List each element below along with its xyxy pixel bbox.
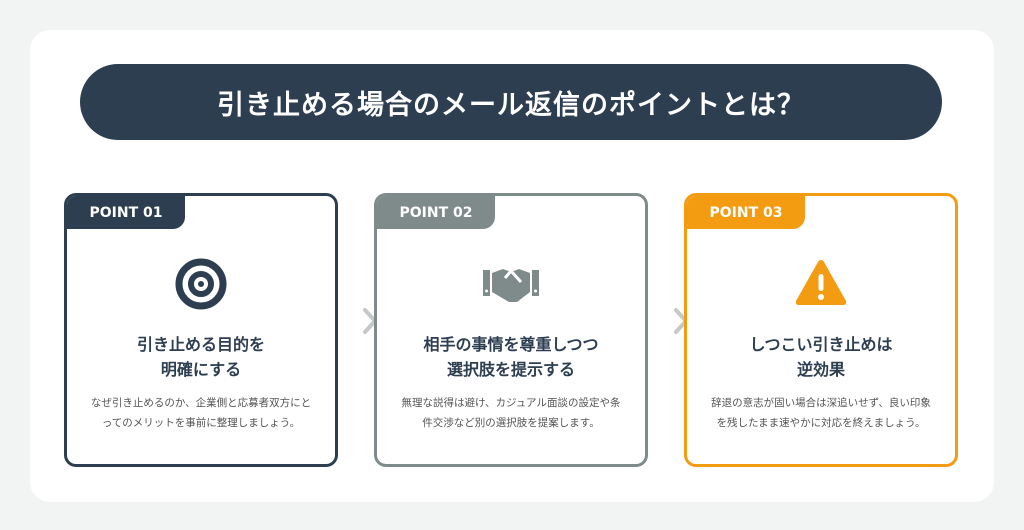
target-icon bbox=[175, 258, 227, 310]
point-description: 無理な説得は避け、カジュアル面談の設定や条件交渉など別の選択肢を提案します。 bbox=[401, 397, 621, 429]
point-heading: 引き止める目的を明確にする bbox=[136, 335, 265, 379]
point-label: POINT 01 bbox=[67, 196, 185, 229]
point-card-2: POINT 02 相手の事情を尊重しつつ選択肢を提示する 無理な説得は避け、カジ… bbox=[374, 193, 648, 467]
point-heading: しつこい引き止めは逆効果 bbox=[749, 335, 893, 379]
point-heading: 相手の事情を尊重しつつ選択肢を提示する bbox=[423, 335, 599, 379]
point-description: 辞退の意志が固い場合は深追いせず、良い印象を残したまま速やかに対応を終えましょう… bbox=[711, 397, 931, 429]
point-card-1: POINT 01 引き止める目的を明確にする なぜ引き止めるのか、企業側と応募者… bbox=[64, 193, 338, 467]
point-label: POINT 03 bbox=[687, 196, 805, 229]
point-card-3: POINT 03 しつこい引き止めは逆効果 辞退の意志が固い場合は深追いせず、良… bbox=[684, 193, 958, 467]
page-title: 引き止める場合のメール返信のポイントとは？ bbox=[80, 64, 942, 140]
warning-icon bbox=[795, 260, 847, 305]
point-description: なぜ引き止めるのか、企業側と応募者双方にとってのメリットを事前に整理しましょう。 bbox=[90, 397, 312, 429]
point-label: POINT 02 bbox=[377, 196, 495, 229]
handshake-icon bbox=[483, 268, 539, 302]
